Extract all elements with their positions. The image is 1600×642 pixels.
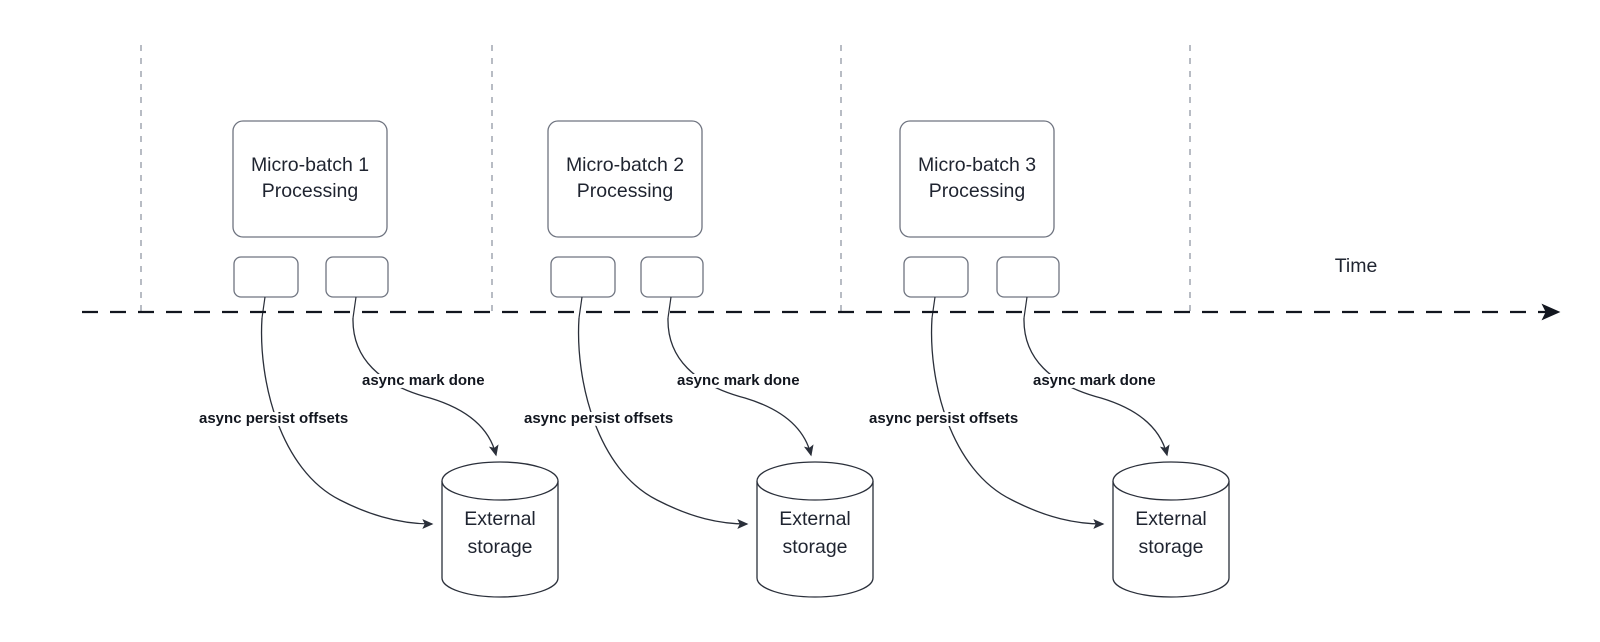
group-3-mark-done-stem [1023,296,1028,319]
guide-lines [140,45,1191,312]
group-3-async-mark-done-label-halo: async mark done [1033,372,1156,389]
group-1-task-persist-box[interactable] [233,256,299,298]
group-3: Micro-batch 3 Processing External storag… [866,120,1230,598]
group-2-task-mark-done-box[interactable] [640,256,704,298]
group-1-async-mark-done-edge [352,317,499,457]
group-3-async-mark-done-edge [1023,317,1170,457]
group-1-storage-label-line2: storage [467,536,532,558]
group-2-async-mark-done-edge [667,317,814,457]
group-2-async-persist-offsets-label-halo: async persist offsets [524,410,673,427]
micro-batch-1-label-line2: Processing [262,180,358,202]
group-1: Micro-batch 1 Processing External storag… [196,120,559,598]
group-2: Micro-batch 2 Processing External storag… [521,120,874,598]
group-2-async-mark-done-label-halo: async mark done [677,372,800,389]
group-1-async-persist-offsets-edge [260,317,434,529]
micro-batch-3-label-line1: Micro-batch 3 [918,154,1036,176]
group-3-async-persist-offsets-edge [930,317,1105,529]
group-3-storage-label-line2: storage [1138,536,1203,558]
micro-batch-2-label-line1: Micro-batch 2 [566,154,684,176]
micro-batch-1-label-line1: Micro-batch 1 [251,154,369,176]
group-1-storage-body[interactable] [441,481,559,598]
group-3-storage-body[interactable] [1112,481,1230,598]
group-1-task-mark-done-box[interactable] [325,256,389,298]
group-3-persist-stem [931,296,936,319]
micro-batch-3-box[interactable] [899,120,1055,238]
micro-batch-2-box[interactable] [547,120,703,238]
group-3-async-mark-done-label: async mark done [1033,372,1156,389]
group-1-storage-top [441,461,559,501]
group-2-storage-label-line1: External [779,508,851,530]
group-3-async-persist-offsets-label-halo: async persist offsets [869,410,1018,427]
micro-batch-1-box[interactable] [232,120,388,238]
group-2-persist-stem [578,296,583,319]
group-2-async-persist-offsets-edge [577,317,749,529]
group-1-storage-label-line1: External [464,508,536,530]
group-3-storage-top [1112,461,1230,501]
group-2-storage-label-line2: storage [782,536,847,558]
group-3-task-mark-done-box[interactable] [996,256,1060,298]
group-1-async-mark-done-label-halo: async mark done [362,372,485,389]
group-2-mark-done-stem [667,296,672,319]
group-3-storage-label-line1: External [1135,508,1207,530]
micro-batch-2-label-line2: Processing [577,180,673,202]
group-2-async-persist-offsets-label: async persist offsets [524,410,673,427]
group-3-task-persist-box[interactable] [903,256,969,298]
group-2-async-mark-done-label: async mark done [677,372,800,389]
group-1-async-persist-offsets-label-halo: async persist offsets [199,410,348,427]
time-axis-label: Time [1335,255,1378,277]
group-1-persist-stem [261,296,266,319]
group-2-task-persist-box[interactable] [550,256,616,298]
group-3-async-persist-offsets-label: async persist offsets [869,410,1018,427]
micro-batch-3-label-line2: Processing [929,180,1025,202]
group-2-storage-top [756,461,874,501]
group-2-storage-body[interactable] [756,481,874,598]
group-1-async-mark-done-label: async mark done [362,372,485,389]
group-1-async-persist-offsets-label: async persist offsets [199,410,348,427]
group-1-mark-done-stem [352,296,357,319]
